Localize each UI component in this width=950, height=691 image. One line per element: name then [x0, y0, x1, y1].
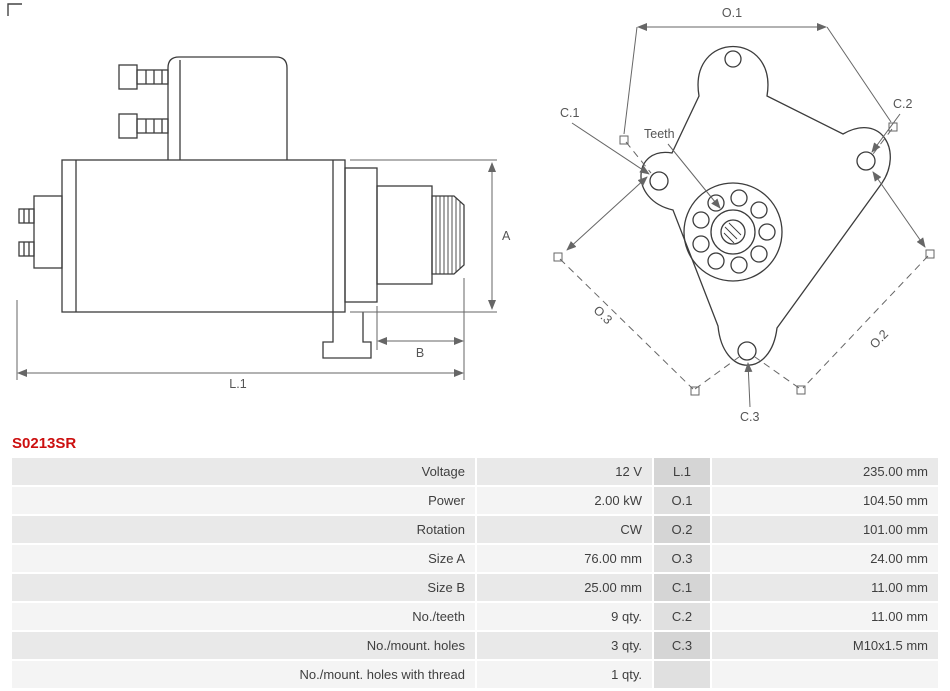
spec-value-cell: 2.00 kW	[477, 487, 652, 514]
dim-l1-label: L.1	[229, 377, 246, 391]
starter-side-view	[18, 56, 465, 359]
dim-code-cell: C.3	[654, 632, 710, 659]
spec-row: Size B 25.00 mm C.1 11.00 mm	[12, 574, 938, 601]
spec-row: No./mount. holes with thread 1 qty.	[12, 661, 938, 688]
spec-label-cell: Voltage	[12, 458, 475, 485]
dim-b-label: B	[416, 346, 424, 360]
hole-c3-label: C.3	[740, 410, 760, 424]
spec-row: Size A 76.00 mm O.3 24.00 mm	[12, 545, 938, 572]
spec-value-cell: 76.00 mm	[477, 545, 652, 572]
dim-value-cell: 235.00 mm	[712, 458, 938, 485]
spec-row: No./teeth 9 qty. C.2 11.00 mm	[12, 603, 938, 630]
spec-label-cell: Size B	[12, 574, 475, 601]
dim-code-cell: L.1	[654, 458, 710, 485]
dim-value-cell	[712, 661, 938, 688]
dim-o3-label: O.3	[591, 303, 615, 327]
hole-c1-label: C.1	[560, 106, 580, 120]
spec-label-cell: Size A	[12, 545, 475, 572]
part-number: S0213SR	[12, 435, 77, 452]
spec-label-cell: No./teeth	[12, 603, 475, 630]
page-corner-mark	[7, 3, 22, 16]
spec-value-cell: 25.00 mm	[477, 574, 652, 601]
spec-value-cell: CW	[477, 516, 652, 543]
dim-value-cell: 101.00 mm	[712, 516, 938, 543]
dim-code-cell: O.1	[654, 487, 710, 514]
dim-o1-label: O.1	[722, 6, 742, 20]
dim-code-cell: C.1	[654, 574, 710, 601]
technical-drawing: A B L.1	[7, 3, 935, 424]
dim-code-cell	[654, 661, 710, 688]
spec-label-cell: Power	[12, 487, 475, 514]
spec-label-cell: No./mount. holes with thread	[12, 661, 475, 688]
side-view-dimensions: A B L.1	[16, 159, 511, 391]
dim-value-cell: 11.00 mm	[712, 574, 938, 601]
spec-label-cell: Rotation	[12, 516, 475, 543]
spec-row: Power 2.00 kW O.1 104.50 mm	[12, 487, 938, 514]
dim-code-cell: O.2	[654, 516, 710, 543]
gear-teeth	[692, 189, 776, 274]
dim-value-cell: 11.00 mm	[712, 603, 938, 630]
spec-table: Voltage 12 V L.1 235.00 mm Power 2.00 kW…	[10, 456, 940, 690]
dim-value-cell: 104.50 mm	[712, 487, 938, 514]
spec-value-cell: 12 V	[477, 458, 652, 485]
spec-value-cell: 9 qty.	[477, 603, 652, 630]
dim-value-cell: 24.00 mm	[712, 545, 938, 572]
spec-value-cell: 1 qty.	[477, 661, 652, 688]
spec-label-cell: No./mount. holes	[12, 632, 475, 659]
hole-c2-label: C.2	[893, 97, 913, 111]
spec-row: Rotation CW O.2 101.00 mm	[12, 516, 938, 543]
front-view-dimensions: O.1 O.3 O.2 C.1 C.2 C.3 Teeth	[553, 6, 935, 424]
spec-row: No./mount. holes 3 qty. C.3 M10x1.5 mm	[12, 632, 938, 659]
teeth-label: Teeth	[644, 127, 675, 141]
spec-row: Voltage 12 V L.1 235.00 mm	[12, 458, 938, 485]
dim-code-cell: C.2	[654, 603, 710, 630]
dim-code-cell: O.3	[654, 545, 710, 572]
dim-a-label: A	[502, 229, 511, 243]
pinion-knurl	[435, 196, 461, 274]
dim-value-cell: M10x1.5 mm	[712, 632, 938, 659]
starter-front-view	[640, 46, 891, 366]
spec-value-cell: 3 qty.	[477, 632, 652, 659]
dim-o2-label: O.2	[867, 327, 891, 351]
